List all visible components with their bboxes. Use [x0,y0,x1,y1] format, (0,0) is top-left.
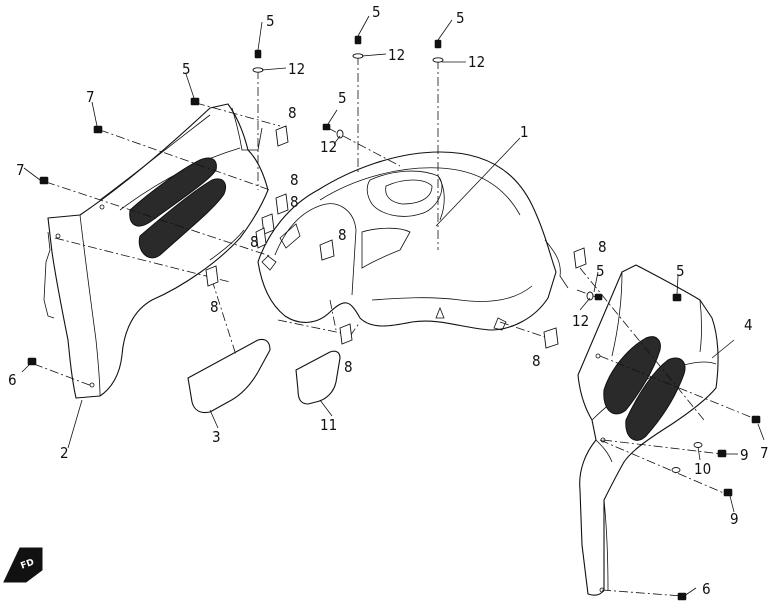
callout-8-e: 8 [338,226,347,244]
bolt-7-right [751,415,761,424]
callout-10: 10 [694,460,711,478]
bolt-5-top-center [354,35,362,45]
callout-5-right-b: 5 [676,262,685,280]
callout-7-right: 7 [760,444,769,462]
callout-7-upper: 7 [86,88,95,106]
callout-5-top-left: 5 [266,12,275,30]
hardware-washers [252,53,703,473]
callout-12-top-left: 12 [288,60,305,78]
callout-6-left: 6 [8,371,17,389]
callout-4: 4 [744,316,753,334]
leader-lines [21,15,765,597]
callout-labels: 5 5 5 12 12 12 5 7 7 8 5 12 1 8 8 8 8 8 … [8,3,769,598]
bolt-6-left [27,357,37,366]
part-3-left-grille-panel [187,338,271,414]
bolt-7-lower [39,176,49,185]
hardware-bolts [27,35,761,601]
bolt-5-top-left [254,49,262,59]
callout-5-center: 5 [338,89,347,107]
bolt-9-upper [717,449,727,458]
callout-8-d: 8 [250,233,259,251]
bolt-5-panel-left [190,97,200,106]
callout-1: 1 [520,123,529,141]
callout-6-right: 6 [702,580,711,598]
callout-8-a: 8 [288,104,297,122]
callout-5-top-right: 5 [456,9,465,27]
callout-12-right: 12 [572,312,589,330]
callout-12-top-center: 12 [388,46,405,64]
bolt-5-center [322,123,331,131]
callout-5-panel-left: 5 [182,60,191,78]
callout-12-top-right: 12 [468,53,485,71]
callout-2: 2 [60,444,69,462]
bolt-6-right [677,592,687,601]
hardware-clips [205,125,587,349]
bolt-5-right-a [594,293,603,301]
bolt-7-upper [93,125,103,134]
callout-8-f: 8 [210,298,219,316]
callout-12-center: 12 [320,138,337,156]
callout-5-right-a: 5 [596,262,605,280]
forward-direction-badge: FD [3,547,43,583]
callout-11: 11 [320,416,337,434]
bolt-5-top-right [434,39,442,49]
part-2-vent-grilles [129,157,226,259]
assembly-lines [33,56,759,597]
callout-8-g: 8 [344,358,353,376]
callout-3: 3 [212,428,221,446]
direction-badge-label: FD [19,558,35,572]
callout-8-i: 8 [532,352,541,370]
callout-5-top-center: 5 [372,3,381,21]
callout-8-b: 8 [290,171,299,189]
callout-9-upper: 9 [740,446,749,464]
bolt-5-right-b [672,293,682,302]
bolt-9-lower [723,488,733,497]
callout-9-lower: 9 [730,510,739,528]
callout-8-h: 8 [598,238,607,256]
callout-7-lower: 7 [16,161,25,179]
part-11-small-grille-panel [295,350,341,405]
part-1-fender-cover [257,151,569,331]
callout-8-c: 8 [290,193,299,211]
